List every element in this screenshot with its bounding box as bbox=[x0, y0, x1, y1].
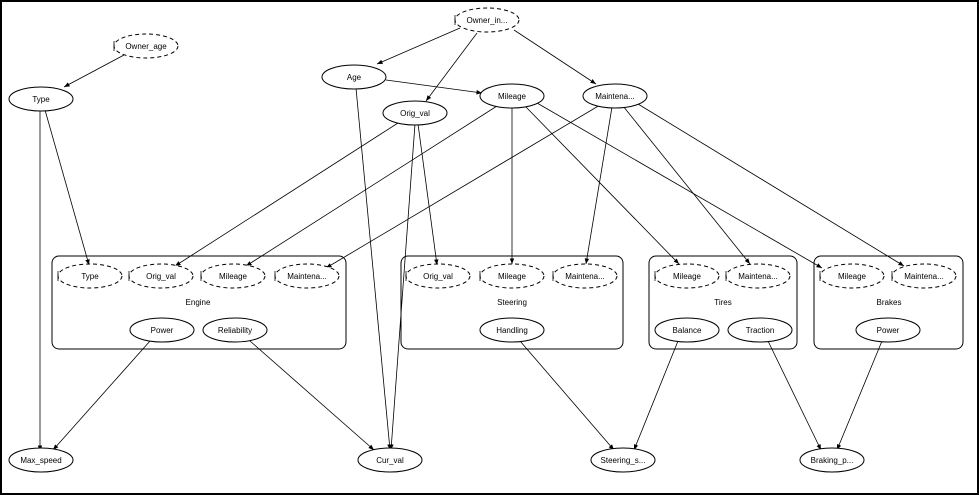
edge-owner-in-maintenance bbox=[513, 29, 597, 85]
node-mileage-label: Mileage bbox=[498, 92, 527, 101]
engine-input-maintenance-label: Maintena... bbox=[287, 272, 327, 281]
engine-output-power-label: Power bbox=[151, 326, 174, 335]
edge-owner-age-type bbox=[63, 54, 125, 88]
cluster-brakes: Brakes bbox=[813, 255, 964, 350]
node-steering-s-label: Steering_s... bbox=[601, 456, 646, 465]
cluster-brakes-label: Brakes bbox=[877, 298, 902, 307]
edge-engine-reliability-cur-val bbox=[249, 340, 375, 451]
edge-type-engine-type bbox=[44, 109, 90, 266]
edges bbox=[37, 27, 905, 451]
engine-input-mileage[interactable]: Mileage bbox=[200, 263, 266, 289]
steering-input-maintenance[interactable]: Maintena... bbox=[552, 263, 618, 289]
tires-input-maintenance-label: Maintena... bbox=[738, 272, 778, 281]
node-braking-p[interactable]: Braking_p... bbox=[799, 447, 865, 473]
edge-maintenance-engine-maintenance bbox=[325, 104, 601, 269]
cluster-engine-label: Engine bbox=[186, 298, 211, 307]
steering-output-handling-label: Handling bbox=[496, 326, 528, 335]
engine-output-reliability[interactable]: Reliability bbox=[202, 317, 268, 343]
edge-mileage-brakes-mileage bbox=[536, 102, 823, 269]
cluster-steering-label: Steering bbox=[497, 298, 527, 307]
tires-output-traction-label: Traction bbox=[746, 326, 775, 335]
tires-output-traction[interactable]: Traction bbox=[727, 317, 793, 343]
node-mileage[interactable]: Mileage bbox=[479, 83, 545, 109]
node-type[interactable]: Type bbox=[8, 86, 74, 112]
node-orig-val[interactable]: Orig_val bbox=[382, 100, 448, 126]
brakes-output-power-label: Power bbox=[877, 326, 900, 335]
steering-input-maintenance-label: Maintena... bbox=[565, 272, 605, 281]
edge-mileage-tires-mileage bbox=[524, 105, 680, 265]
cluster-tires: Tires bbox=[648, 255, 798, 350]
edge-handling-steering-s bbox=[519, 340, 615, 451]
node-cur-val-label: Cur_val bbox=[376, 456, 404, 465]
node-type-label: Type bbox=[32, 95, 50, 104]
edge-age-cur-val bbox=[355, 87, 392, 451]
brakes-input-maintenance-label: Maintena... bbox=[904, 272, 944, 281]
node-max-speed[interactable]: Max_speed bbox=[8, 447, 74, 473]
tires-input-maintenance[interactable]: Maintena... bbox=[725, 263, 791, 289]
node-age-label: Age bbox=[347, 73, 362, 82]
tires-input-mileage-label: Mileage bbox=[673, 272, 702, 281]
node-owner-age-label: Owner_age bbox=[125, 42, 167, 51]
engine-input-type-label: Type bbox=[81, 272, 99, 281]
node-orig-val-label: Orig_val bbox=[400, 109, 430, 118]
edge-maintenance-brakes-maintenance bbox=[637, 103, 905, 267]
engine-output-power[interactable]: Power bbox=[129, 317, 195, 343]
edge-orig-val-engine-orig-val bbox=[174, 122, 399, 267]
node-cur-val[interactable]: Cur_val bbox=[357, 447, 423, 473]
edge-owner-in-orig-val bbox=[425, 32, 478, 102]
tires-input-mileage[interactable]: Mileage bbox=[654, 263, 720, 289]
edge-mileage-engine-mileage bbox=[245, 105, 498, 267]
engine-input-type[interactable]: Type bbox=[57, 263, 123, 289]
tires-output-balance[interactable]: Balance bbox=[654, 317, 720, 343]
steering-input-mileage-label: Mileage bbox=[498, 272, 527, 281]
steering-output-handling[interactable]: Handling bbox=[479, 317, 545, 343]
node-max-speed-label: Max_speed bbox=[20, 456, 61, 465]
tires-output-balance-label: Balance bbox=[673, 326, 702, 335]
edge-orig-val-cur-val bbox=[389, 123, 416, 451]
steering-input-orig-val-label: Orig_val bbox=[423, 272, 453, 281]
steering-input-mileage[interactable]: Mileage bbox=[479, 263, 545, 289]
node-maintenance-label: Maintena... bbox=[595, 92, 635, 101]
node-steering-s[interactable]: Steering_s... bbox=[590, 447, 656, 473]
node-maintenance[interactable]: Maintena... bbox=[582, 83, 648, 109]
brakes-input-maintenance[interactable]: Maintena... bbox=[891, 263, 957, 289]
brakes-input-mileage-label: Mileage bbox=[838, 272, 867, 281]
node-owner-in-label: Owner_in... bbox=[467, 16, 508, 25]
edge-orig-val-steering-orig-val bbox=[417, 123, 439, 266]
edge-maintenance-steering-maintenance bbox=[584, 106, 613, 265]
brakes-output-power[interactable]: Power bbox=[855, 317, 921, 343]
steering-input-orig-val[interactable]: Orig_val bbox=[405, 263, 471, 289]
node-age[interactable]: Age bbox=[321, 64, 387, 90]
engine-input-mileage-label: Mileage bbox=[219, 272, 248, 281]
edge-traction-braking-p bbox=[767, 340, 822, 451]
brakes-input-mileage[interactable]: Mileage bbox=[819, 263, 885, 289]
edge-age-mileage bbox=[385, 79, 483, 95]
edge-maintenance-tires-maintenance bbox=[622, 105, 751, 265]
edge-engine-power-max-speed bbox=[52, 340, 151, 451]
edge-brakes-power-braking-p bbox=[836, 340, 883, 451]
node-owner-age[interactable]: Owner_age bbox=[113, 33, 179, 59]
edge-balance-steering-s bbox=[633, 340, 679, 451]
cluster-tires-label: Tires bbox=[714, 298, 731, 307]
engine-output-reliability-label: Reliability bbox=[218, 326, 252, 335]
node-braking-p-label: Braking_p... bbox=[811, 456, 854, 465]
cluster-engine: Engine bbox=[51, 255, 347, 350]
engine-input-maintenance[interactable]: Maintena... bbox=[274, 263, 340, 289]
edge-owner-in-age bbox=[376, 27, 461, 65]
node-owner-in[interactable]: Owner_in... bbox=[454, 7, 520, 33]
engine-input-orig-val-label: Orig_val bbox=[146, 272, 176, 281]
engine-input-orig-val[interactable]: Orig_val bbox=[128, 263, 194, 289]
